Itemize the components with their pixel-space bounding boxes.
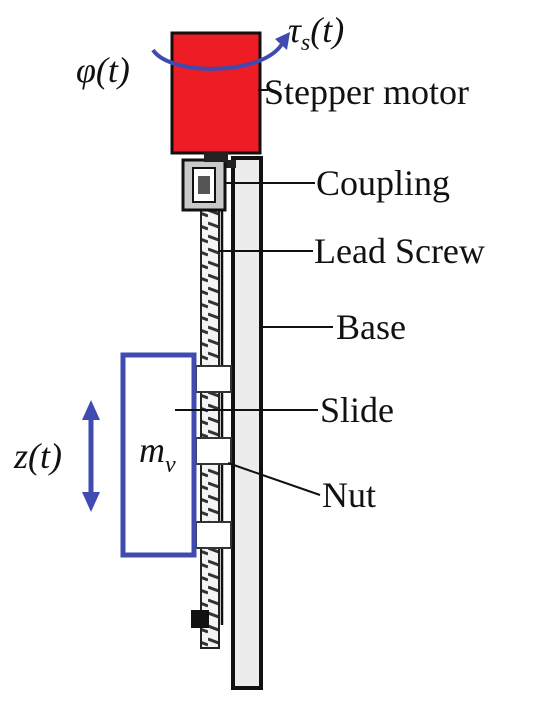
- lead-screw-end-cap: [191, 610, 209, 628]
- torque-symbol-base: τ: [288, 10, 302, 50]
- mass-symbol: mv: [139, 430, 176, 478]
- coupling-core: [198, 176, 210, 194]
- lead-screw: [200, 207, 220, 649]
- mass-symbol-subscript: v: [165, 452, 176, 478]
- angle-symbol: φ(t): [76, 50, 130, 90]
- label-nut: Nut: [322, 475, 376, 515]
- label-stepper-motor: Stepper motor: [264, 72, 469, 112]
- motor-shaft: [204, 152, 228, 162]
- label-coupling: Coupling: [316, 163, 450, 203]
- displacement-arrow-up-icon: [82, 400, 100, 420]
- nut: [195, 437, 232, 465]
- base-rail-top-cap: [218, 160, 236, 168]
- base-rail: [231, 156, 263, 690]
- rotation-arrow-icon: [151, 42, 284, 71]
- mass-symbol-base: m: [139, 430, 165, 470]
- torque-symbol-argument: (t): [310, 10, 344, 50]
- slide-block-upper: [195, 365, 232, 393]
- leader-nut: [227, 462, 321, 496]
- label-slide: Slide: [320, 390, 394, 430]
- label-base: Base: [336, 307, 406, 347]
- slide-block-lower: [195, 521, 232, 549]
- torque-symbol: τs(t): [288, 10, 344, 56]
- stepper-motor: [170, 31, 262, 155]
- displacement-symbol: z(t): [13, 436, 62, 476]
- rotation-arrow-head-icon: [275, 32, 290, 50]
- torque-symbol-subscript: s: [301, 30, 310, 56]
- label-lead-screw: Lead Screw: [314, 231, 485, 271]
- displacement-arrow-down-icon: [82, 492, 100, 512]
- mass-block: [120, 352, 197, 558]
